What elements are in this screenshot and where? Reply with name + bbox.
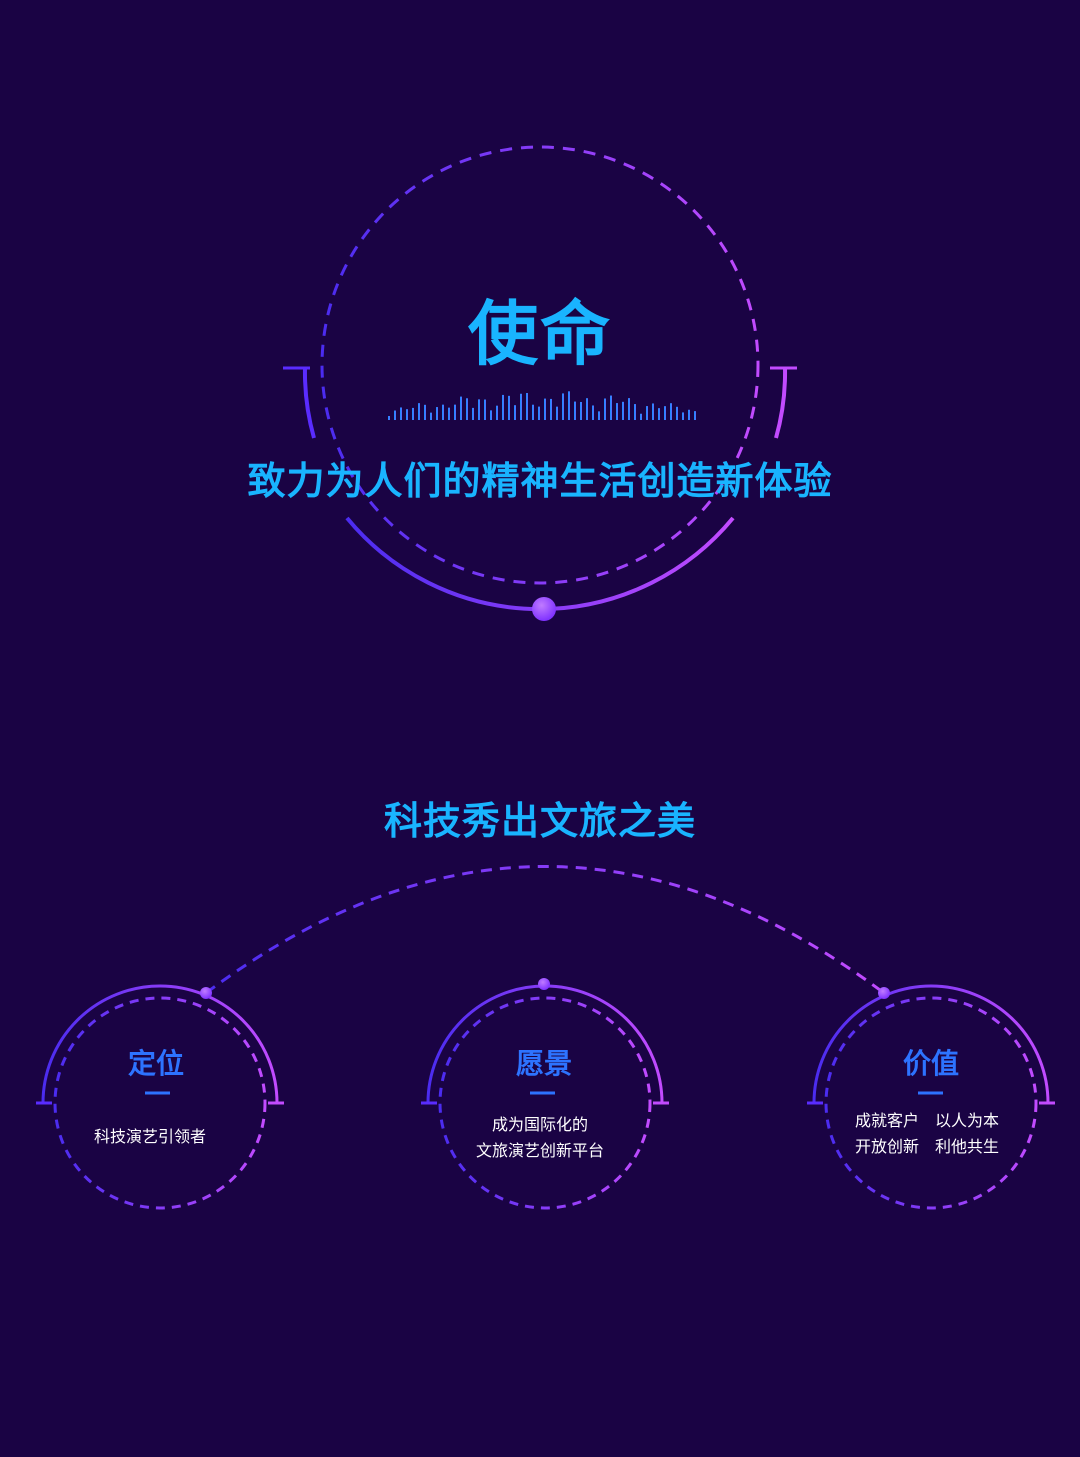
equalizer-bar (574, 401, 576, 420)
node-positioning-title: 定位 (127, 1047, 184, 1080)
nodes-dashed-arc (205, 865, 885, 995)
mission-arc-left (302, 367, 316, 439)
node-vision-text: 成为国际化的 文旅演艺创新平台 (410, 1112, 670, 1164)
equalizer-bar (640, 413, 642, 420)
equalizer-bar (430, 412, 432, 420)
node-values-text: 成就客户 以人为本 开放创新 利他共生 (797, 1108, 1057, 1160)
equalizer-bar (484, 399, 486, 420)
equalizer-bar (424, 404, 426, 420)
equalizer-bar (418, 403, 420, 420)
equalizer-bar (682, 412, 684, 420)
equalizer-bar (400, 407, 402, 420)
equalizer-bar (568, 391, 570, 420)
mission-statement: 致力为人们的精神生活创造新体验 (247, 459, 833, 503)
mission-arc-bottom (345, 516, 735, 612)
equalizer-bar (436, 407, 438, 420)
node-values-title: 价值 (902, 1047, 959, 1080)
equalizer-bar (478, 399, 480, 420)
equalizer-bar (646, 406, 648, 420)
equalizer-bar (544, 398, 546, 420)
equalizer-bar (652, 403, 654, 420)
mission-arc-right (774, 367, 788, 439)
slogan: 科技秀出文旅之美 (383, 799, 696, 843)
equalizer-bar (532, 404, 534, 420)
node-positioning-line-1: 科技演艺引领者 (93, 1127, 206, 1146)
equalizer-bar (538, 406, 540, 420)
equalizer-bar (388, 416, 390, 420)
equalizer-bar (580, 401, 582, 420)
equalizer-bars (388, 391, 696, 420)
equalizer-bar (670, 403, 672, 420)
equalizer-bar (472, 407, 474, 420)
equalizer-bar (634, 404, 636, 420)
equalizer-bar (520, 393, 522, 420)
equalizer-bar (490, 410, 492, 420)
equalizer-bar (556, 406, 558, 420)
equalizer-bar (604, 398, 606, 420)
equalizer-bar (406, 409, 408, 420)
equalizer-bar (598, 411, 600, 420)
equalizer-bar (664, 406, 666, 420)
equalizer-bar (460, 396, 462, 420)
equalizer-bar (550, 398, 552, 420)
equalizer-bar (442, 404, 444, 420)
node-positioning-text: 科技演艺引领者 (20, 1124, 280, 1150)
equalizer-bar (466, 398, 468, 420)
node-vision-line-1: 成为国际化的 (491, 1115, 588, 1134)
node-vision-line-2: 文旅演艺创新平台 (475, 1141, 604, 1160)
equalizer-bar (688, 409, 690, 420)
node-2-rings (421, 978, 669, 1210)
equalizer-bar (502, 394, 504, 420)
equalizer-bar (616, 403, 618, 420)
equalizer-bar (586, 398, 588, 420)
node-values-line-1: 成就客户 以人为本 (854, 1111, 999, 1130)
equalizer-bar (526, 393, 528, 420)
equalizer-bar (592, 405, 594, 420)
node-vision-title: 愿景 (515, 1047, 572, 1080)
equalizer-bar (514, 405, 516, 420)
equalizer-bar (394, 410, 396, 420)
equalizer-bar (622, 401, 624, 420)
mission-title: 使命 (468, 293, 612, 375)
equalizer-bar (562, 393, 564, 420)
node-values-line-2: 开放创新 利他共生 (854, 1137, 999, 1156)
node-1-rings (36, 984, 284, 1210)
mission-dashed-ring (320, 145, 760, 585)
equalizer-bar (448, 407, 450, 420)
equalizer-bar (628, 398, 630, 420)
equalizer-bar (658, 408, 660, 420)
equalizer-bar (676, 406, 678, 420)
connector-dot (532, 597, 556, 621)
equalizer-bar (694, 411, 696, 420)
equalizer-bar (610, 395, 612, 420)
equalizer-bar (454, 404, 456, 420)
equalizer-bar (412, 407, 414, 420)
equalizer-bar (496, 405, 498, 420)
equalizer-bar (508, 395, 510, 420)
node-3-rings (807, 984, 1055, 1210)
